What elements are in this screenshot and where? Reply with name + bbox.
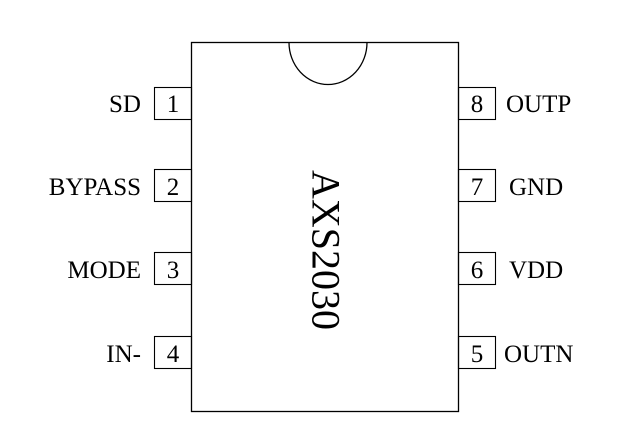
pin-box bbox=[153, 335, 193, 370]
right-pin-7: 7 GND bbox=[457, 168, 563, 203]
pin-number: 8 bbox=[471, 91, 484, 118]
right-pin-5: 5 OUTN bbox=[457, 335, 573, 370]
pin-label: IN- bbox=[106, 341, 141, 368]
pin-label: BYPASS bbox=[49, 174, 141, 201]
left-pin-1: 1 SD bbox=[109, 86, 193, 121]
pin-label: MODE bbox=[67, 257, 141, 284]
pin-box bbox=[457, 335, 497, 370]
pin-number: 7 bbox=[471, 174, 484, 201]
left-pin-4: 4 IN- bbox=[106, 335, 193, 370]
pin-number: 4 bbox=[167, 341, 180, 368]
pin-box bbox=[153, 251, 193, 286]
pin-number: 2 bbox=[167, 174, 180, 201]
pin-number: 6 bbox=[471, 257, 484, 284]
chip-name: AXS2030 bbox=[304, 170, 349, 330]
left-pin-2: 2 BYPASS bbox=[49, 168, 193, 203]
pin-box bbox=[153, 168, 193, 203]
orientation-notch bbox=[288, 42, 368, 86]
pin-box bbox=[457, 86, 497, 121]
left-pin-3: 3 MODE bbox=[67, 251, 193, 286]
pin-label: SD bbox=[109, 91, 141, 118]
pin-number: 1 bbox=[167, 91, 180, 118]
pin-number: 5 bbox=[471, 341, 484, 368]
right-pin-8: 8 OUTP bbox=[457, 86, 571, 121]
right-pin-6: 6 VDD bbox=[457, 251, 563, 286]
pin-box bbox=[457, 251, 497, 286]
pin-label: OUTN bbox=[504, 341, 573, 368]
pin-number: 3 bbox=[167, 257, 180, 284]
pin-label: VDD bbox=[509, 257, 563, 284]
pin-label: GND bbox=[509, 174, 563, 201]
chip-body bbox=[190, 41, 460, 413]
pin-box bbox=[457, 168, 497, 203]
pin-label: OUTP bbox=[506, 91, 571, 118]
pin-box bbox=[153, 86, 193, 121]
